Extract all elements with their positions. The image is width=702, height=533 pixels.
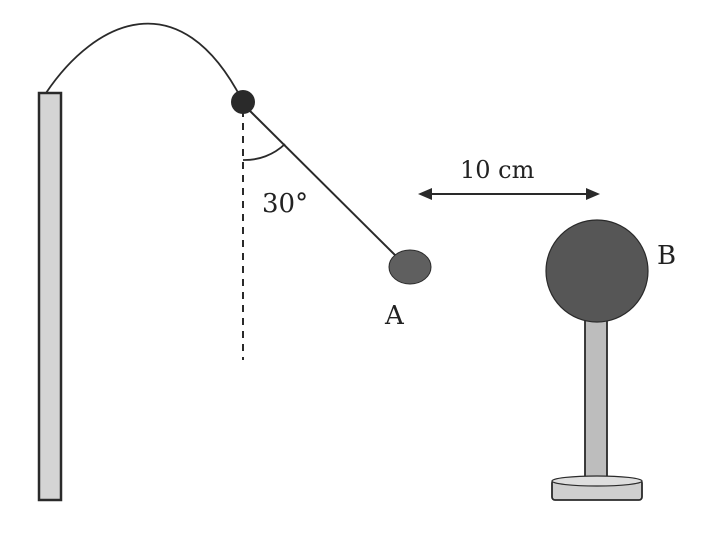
- insulating-stand: [584, 317, 608, 481]
- support-thread: [45, 22, 243, 101]
- sphere-a-label: A: [384, 301, 405, 331]
- pivot-point: [231, 90, 255, 114]
- distance-arrow: [418, 188, 600, 200]
- sphere-b: [545, 219, 649, 323]
- angle-arc: [242, 143, 286, 161]
- pendulum-string: [242, 103, 399, 259]
- distance-label: 10 cm: [460, 156, 535, 184]
- stand-base: [551, 475, 643, 501]
- support-pole: [37, 91, 63, 502]
- sphere-a: [388, 249, 432, 285]
- angle-label: 30°: [262, 189, 308, 219]
- sphere-b-label: B: [657, 241, 676, 271]
